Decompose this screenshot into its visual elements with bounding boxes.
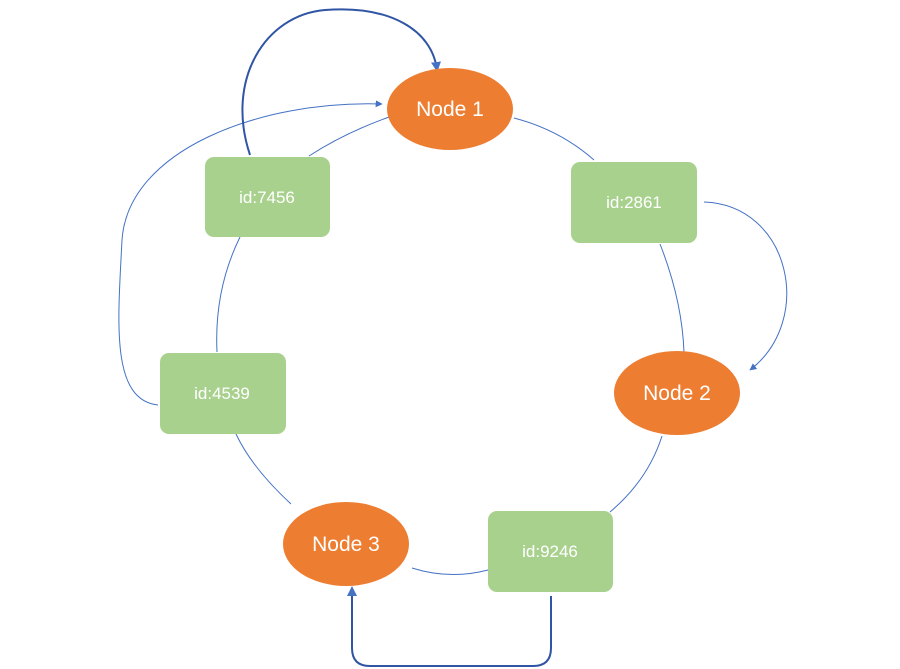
key-label: id:7456 [239,188,295,207]
arrow-4539-to-node1 [118,100,383,406]
key-label: id:2861 [606,193,662,212]
key-2861: id:2861 [571,162,697,243]
ring-edge-node1-key2861 [513,117,595,161]
ring-edge-key9246-node3 [411,567,489,576]
node-2: Node 2 [614,351,740,435]
node-label: Node 1 [416,98,484,121]
ring-edge-key4539-key7456 [216,236,241,353]
key-box [488,511,613,592]
node-label: Node 3 [312,533,380,556]
key-box [571,162,697,243]
ring-edge-key2861-node2 [659,243,685,353]
arrow-2861-to-node2 [703,201,788,371]
ring-edge-node3-key4539 [235,433,292,505]
key-7456: id:7456 [205,157,330,237]
arrow-9246-to-node3 [347,586,552,667]
ring-edges [216,115,685,576]
key-4539: id:4539 [160,353,286,434]
key-box [205,157,330,237]
node-1: Node 1 [387,68,513,150]
ring-edge-key7456-node1 [308,115,393,157]
node-label: Node 2 [643,382,711,405]
node-3: Node 3 [283,502,409,586]
node-ellipse [387,68,513,150]
key-label: id:4539 [194,384,250,403]
ring-edge-node2-key9246 [609,435,663,513]
arrow-7456-to-node1 [241,8,441,156]
key-label: id:9246 [522,542,578,561]
node-ellipse [614,351,740,435]
key-box [160,353,286,434]
assignment-arrows [118,8,788,667]
node-ellipse [283,502,409,586]
key-9246: id:9246 [488,511,613,592]
